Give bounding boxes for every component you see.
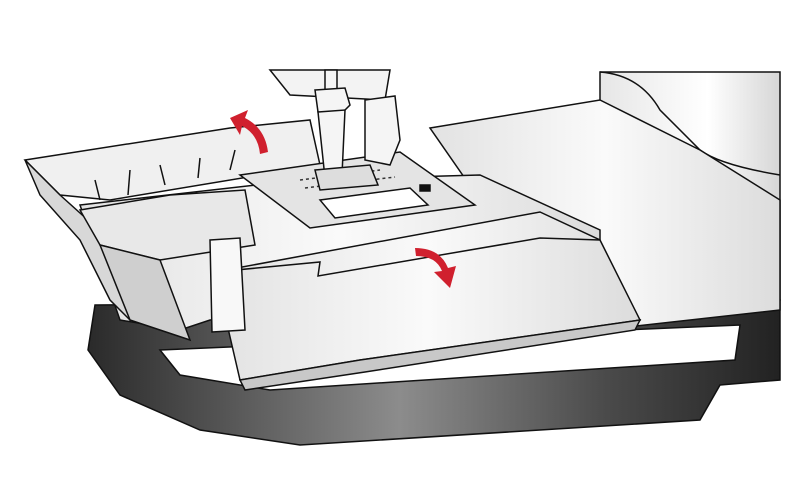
needle-plate: [238, 151, 477, 229]
presser-foot: [314, 69, 401, 191]
accessory-tray-lid: [209, 211, 642, 391]
fold-down-arrow-icon: [415, 248, 456, 288]
lift-up-arrow-icon: [230, 110, 268, 154]
